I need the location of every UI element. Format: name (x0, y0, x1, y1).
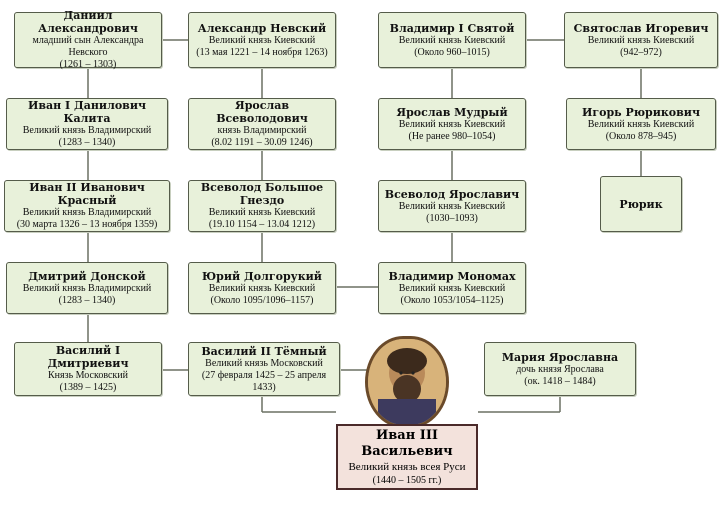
node-name: Владимир Мономах (388, 269, 516, 283)
node-title: Великий князь Киевский (208, 34, 316, 46)
node-title: Великий князь Киевский (587, 34, 695, 46)
node-dates: (Около 1053/1054–1125) (400, 294, 504, 306)
node-name: Рюрик (619, 197, 663, 211)
node-name: Святослав Игоревич (573, 21, 709, 35)
node-dates: (1440 – 1505 гг.) (372, 474, 442, 486)
node-svyatoslav: Святослав Игоревич Великий князь Киевски… (564, 12, 718, 68)
node-title: Великий князь Киевский (398, 118, 506, 130)
node-yaroslav-vsevolodovich: Ярослав Всеволодович князь Владимирский … (188, 98, 336, 150)
node-dates: (27 февраля 1425 – 25 апреля 1433) (201, 369, 327, 393)
node-title: Князь Московский (48, 370, 128, 381)
node-dates: (Не ранее 980–1054) (408, 130, 496, 142)
node-dates: (Около 960–1015) (414, 46, 490, 58)
node-dates: (Около 878–945) (605, 130, 677, 142)
node-vsevolod-yaroslavich: Всеволод Ярославич Великий князь Киевски… (378, 180, 526, 232)
node-dmitry-donskoy: Дмитрий Донской Великий князь Владимирск… (6, 262, 168, 314)
node-name: Ярослав Мудрый (396, 105, 508, 119)
node-alexander: Александр Невский Великий князь Киевский… (188, 12, 336, 68)
node-title: Великий князь Владимирский (22, 207, 152, 218)
node-daniil: Даниил Александрович младший сын Алексан… (14, 9, 162, 70)
node-dates: (30 марта 1326 – 13 ноября 1359) (16, 219, 158, 230)
node-name: Василий II Тёмный (201, 344, 327, 358)
node-dates: (1283 – 1340) (58, 294, 116, 306)
node-vasily-1: Василий I Дмитриевич Князь Московский (1… (14, 342, 162, 396)
node-title: Великий князь Киевский (208, 207, 316, 218)
node-name: Александр Невский (197, 21, 327, 35)
node-name: Владимир I Святой (389, 21, 515, 35)
node-dates: (1030–1093) (426, 212, 478, 224)
node-vladimir-1: Владимир I Святой Великий князь Киевский… (378, 12, 526, 68)
node-title: Великий князь Киевский (398, 34, 506, 46)
node-title: Великий князь Владимирский (22, 282, 152, 294)
node-vsevolod-bolshoe-gnezdo: Всеволод Большое Гнездо Великий князь Ки… (188, 180, 336, 232)
node-title: Великий князь Московский (205, 357, 323, 369)
node-title: Великий князь Владимирский (22, 125, 152, 136)
ivan-iii-portrait-image (365, 336, 449, 428)
node-dates: (8.02 1191 – 30.09 1246) (211, 137, 313, 148)
node-name: Иван I Данилович Калита (27, 99, 147, 125)
node-title: младший сын Александра Невского (32, 35, 144, 58)
node-name: Василий I Дмитриевич (47, 344, 129, 370)
node-title: Великий князь Киевский (587, 118, 695, 130)
node-name: Игорь Рюрикович (582, 105, 700, 119)
node-ivan-2: Иван II Иванович Красный Великий князь В… (4, 180, 170, 232)
node-vladimir-monomakh: Владимир Мономах Великий князь Киевский … (378, 262, 526, 314)
node-title: Великий князь Киевский (208, 282, 316, 294)
node-dates: (942–972) (620, 46, 662, 58)
node-maria-yaroslavna: Мария Ярославна дочь князя Ярослава (ок.… (484, 342, 636, 396)
node-name: Мария Ярославна (501, 350, 619, 364)
node-dates: (1261 – 1303) (59, 59, 117, 70)
node-name: Иван II Иванович Красный (29, 181, 145, 207)
node-title: Великий князь Киевский (398, 200, 506, 212)
node-title: Великий князь Киевский (398, 282, 506, 294)
node-rurik: Рюрик (600, 176, 682, 232)
node-yaroslav-mudry: Ярослав Мудрый Великий князь Киевский (Н… (378, 98, 526, 150)
node-name: Ярослав Всеволодович (216, 99, 308, 125)
node-title: князь Владимирский (217, 125, 307, 136)
node-vasily-2: Василий II Тёмный Великий князь Московск… (188, 342, 340, 396)
node-title: дочь князя Ярослава (516, 363, 604, 375)
node-title: Великий князь всея Руси (348, 460, 466, 473)
node-dates: (Около 1095/1096–1157) (210, 294, 314, 306)
node-ivan-1: Иван I Данилович Калита Великий князь Вл… (6, 98, 168, 150)
node-ivan-3: Иван III Васильевич Великий князь всея Р… (336, 424, 478, 490)
node-dates: (19.10 1154 – 13.04 1212) (208, 219, 316, 230)
node-dates: (ок. 1418 – 1484) (524, 375, 596, 387)
node-dates: (1389 – 1425) (59, 382, 117, 393)
node-igor: Игорь Рюрикович Великий князь Киевский (… (566, 98, 716, 150)
node-name: Всеволод Ярославич (384, 187, 520, 201)
node-yury-dolgoruky: Юрий Долгорукий Великий князь Киевский (… (188, 262, 336, 314)
node-name: Всеволод Большое Гнездо (200, 181, 324, 207)
node-name: Юрий Долгорукий (202, 269, 322, 283)
node-name: Даниил Александрович (38, 9, 138, 35)
node-dates: (1283 – 1340) (58, 137, 116, 148)
node-dates: (13 мая 1221 – 14 ноября 1263) (196, 46, 328, 58)
node-name: Иван III Васильевич (361, 427, 453, 459)
node-name: Дмитрий Донской (28, 269, 146, 283)
